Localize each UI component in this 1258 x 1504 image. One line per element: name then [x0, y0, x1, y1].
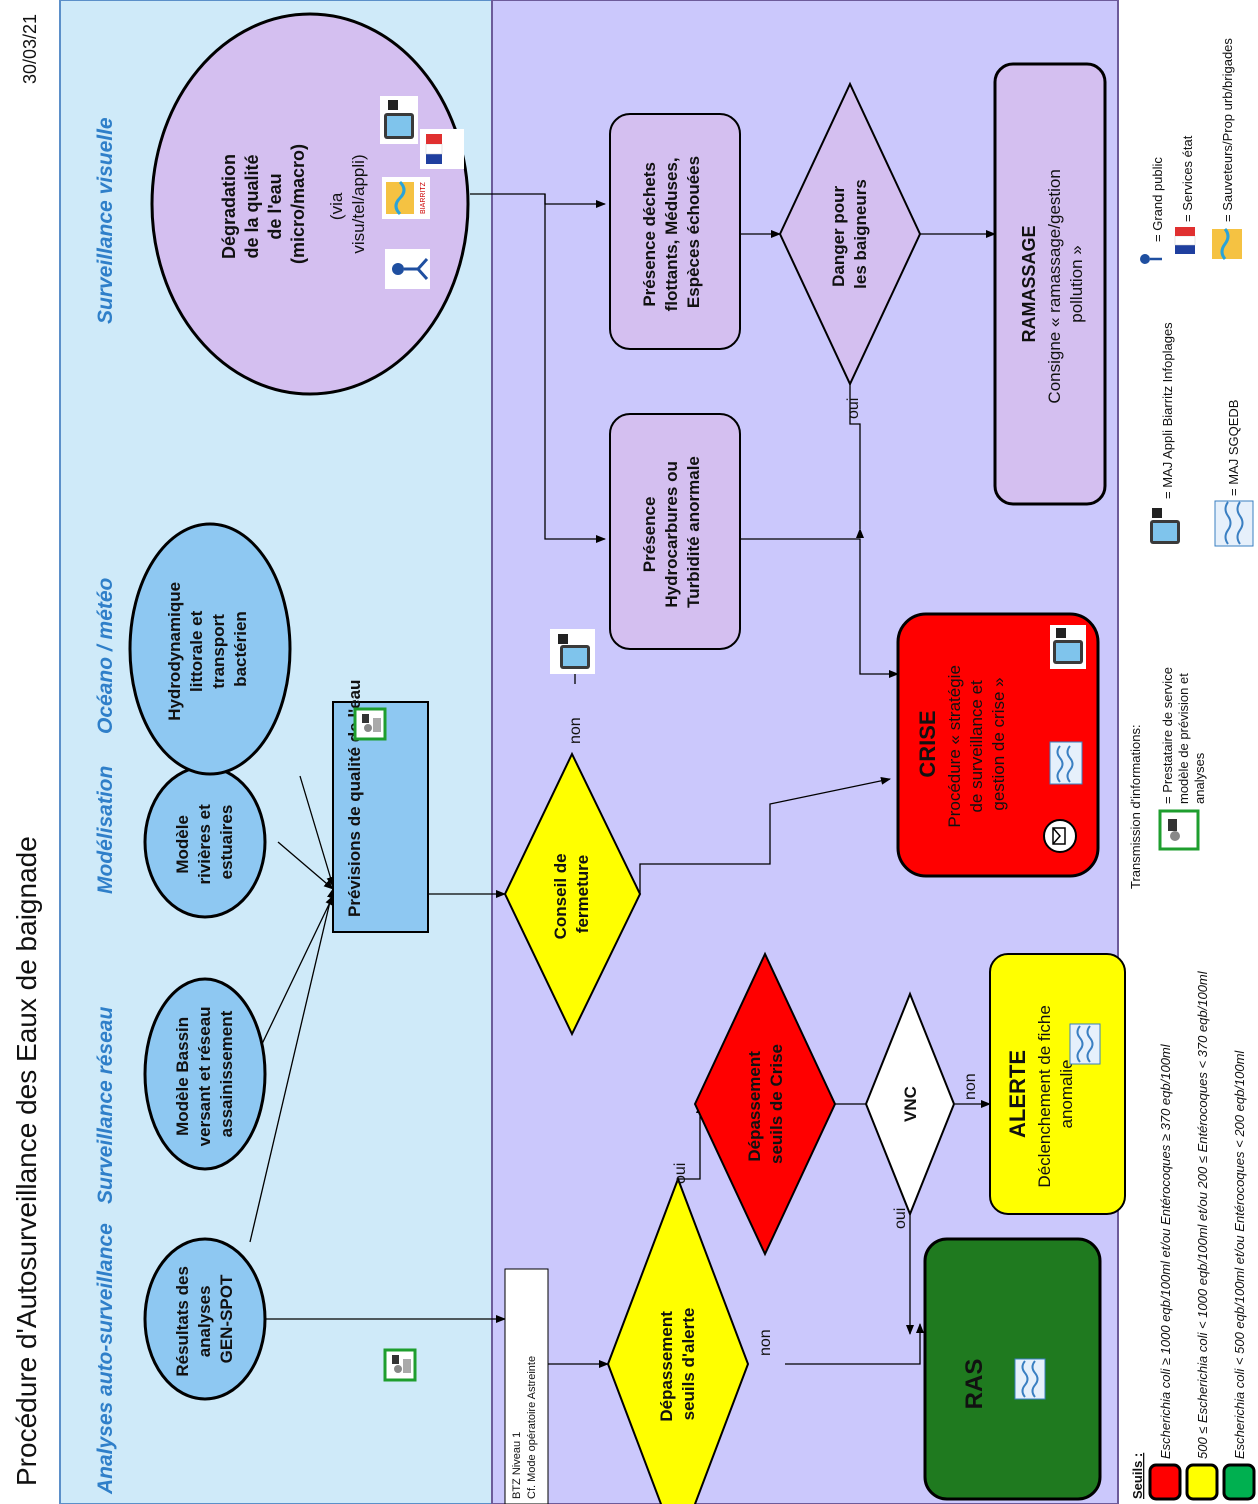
sgqedb-icon-alerte: [1069, 1023, 1101, 1065]
legend-prestataire-1: = Prestataire de service: [1160, 667, 1175, 804]
box-presence-hydro-text: Présence Hydrocarbures ou Turbidité anor…: [640, 456, 703, 608]
outcome-alerte: [989, 953, 1126, 1215]
right-panel: [491, 0, 1119, 1504]
legend-swatch-red: [1148, 1463, 1182, 1501]
legend-seuil-yellow: 500 ≤ Escherichia coli < 1000 eqb/100ml …: [1195, 970, 1210, 1459]
biarritz-icon: BIARRITZ: [382, 177, 430, 219]
phone-app-icon-crise: [1050, 625, 1086, 669]
legend-seuil-green: Escherichia coli < 500 eqb/100ml et/ou E…: [1232, 1050, 1247, 1459]
node-hydro-text: Hydrodynamique littorale et transport ba…: [165, 577, 250, 721]
legend-services-etat: = Services état: [1180, 135, 1195, 222]
edge-danger-oui: [849, 384, 864, 530]
box-presence-hydro: [609, 413, 741, 650]
col-modelisation: Modélisation: [94, 766, 117, 894]
box-btz: [504, 1268, 549, 1504]
label-oui-danger: oui: [845, 398, 862, 419]
decision-seuils-alerte-text: Dépassement seuils d'alerte: [657, 1306, 698, 1421]
decision-vnc-text: VNC: [901, 1086, 920, 1122]
decision-danger-text: Danger pour les baigneurs: [829, 179, 870, 289]
prestataire-icon-genspot: [383, 1348, 417, 1382]
outcome-ras-title: RAS: [961, 1359, 988, 1410]
col-reseau: Surveillance réseau: [94, 1007, 117, 1204]
decision-conseil: [503, 751, 642, 1037]
legend-appli: = MAJ Appli Biarritz Infoplages: [1160, 322, 1175, 499]
edge-bassin-prev: [249, 895, 334, 1070]
prestataire-icon: [353, 707, 387, 741]
legend-prestataire-2: modèle de prévision et: [1176, 673, 1191, 804]
legend-swatch-green: [1222, 1463, 1256, 1501]
mail-icon: [1043, 819, 1077, 853]
outcome-alerte-title: ALERTE: [1005, 1050, 1030, 1138]
legend-transmission: = Prestataire de service modèle de prévi…: [1140, 38, 1254, 851]
node-genspot-text: Résultats des analyses GEN-SPOT: [173, 1261, 236, 1376]
legend-swatch-yellow: [1185, 1463, 1219, 1501]
outcome-ras: [923, 1237, 1102, 1501]
col-oceano: Océano / météo: [94, 577, 117, 734]
outcome-ramassage: [993, 62, 1107, 506]
decision-danger: [778, 81, 922, 387]
label-non-conseil: non: [567, 717, 584, 744]
label-oui-crise: oui: [672, 1163, 689, 1184]
legend-sgqedb: = MAJ SGQEDB: [1226, 400, 1241, 496]
person-icon: [385, 249, 430, 289]
sgqedb-icon-ras: [1014, 1358, 1046, 1400]
legend-sauveteurs: = Sauveteurs/Prop urb/brigades: [1220, 38, 1235, 222]
phone-app-icon: [380, 96, 418, 144]
decision-conseil-text: Conseil de fermeture: [551, 849, 592, 940]
outcome-crise: [896, 612, 1100, 878]
sgqedb-icon-crise: [1049, 741, 1083, 785]
node-degradation-text: Dégradation de la qualité de l'eau (micr…: [219, 144, 308, 264]
outcome-alerte-text: Déclenchement de fiche anomalie: [1035, 1000, 1076, 1187]
legend-prestataire-3: analyses: [1192, 752, 1207, 804]
edge-genspot-prev: [249, 888, 335, 1243]
decision-seuils-alerte: [606, 1176, 750, 1504]
phone-app-icon-conseil: [550, 629, 595, 674]
outcome-ramassage-text: Consigne « ramassage/gestion pollution »: [1045, 164, 1086, 403]
edge-hydro-prev: [299, 775, 335, 887]
label-non-ras: non: [757, 1329, 774, 1356]
legend-transmission-title: Transmission d'informations:: [1128, 724, 1143, 889]
edge-hydro-crise: [740, 538, 899, 678]
edge-alerte-crise: [678, 1103, 704, 1180]
svg-text:BIARRITZ: BIARRITZ: [420, 181, 427, 214]
node-rivieres-text: Modèle rivières et estuaires: [173, 799, 236, 884]
legend-seuils: Escherichia coli ≥ 1000 eqb/100ml et/ou …: [1148, 970, 1256, 1501]
outcome-ramassage-title: RAMASSAGE: [1019, 225, 1039, 342]
outcome-crise-text: Procédure « stratégie de surveillance et…: [945, 660, 1008, 827]
node-hydro: [128, 522, 292, 776]
node-degradation-via: (via visu/tel/appli): [327, 154, 368, 253]
legend-seuils-label: Seuils :: [1130, 1453, 1145, 1499]
page-title: Procédure d'Autosurveillance des Eaux de…: [11, 836, 42, 1486]
edge-rivieres-prev: [277, 841, 334, 890]
date-label: 30/03/21: [20, 14, 40, 84]
node-bassin: [143, 977, 267, 1171]
edge-degr-hydro: [544, 194, 606, 543]
box-previsions: [332, 701, 429, 933]
legend-seuil-red: Escherichia coli ≥ 1000 eqb/100ml et/ou …: [1158, 1043, 1173, 1459]
node-genspot: [143, 1237, 267, 1401]
outcome-crise-title: CRISE: [915, 710, 940, 777]
label-non-vnc: non: [962, 1073, 979, 1100]
legend-grand-public: = Grand public: [1150, 157, 1165, 242]
decision-seuils-crise: [693, 951, 837, 1257]
box-btz-text: BTZ Niveau 1 Cf. Mode opératoire Astrein…: [511, 1356, 538, 1499]
edge-alerte-ras: [785, 1323, 924, 1365]
label-oui-vnc: oui: [892, 1208, 909, 1229]
box-presence-dechets: [609, 113, 741, 350]
decision-seuils-crise-text: Dépassement seuils de Crise: [745, 1044, 786, 1164]
state-services-icon: [420, 129, 464, 169]
col-visuelle: Surveillance visuelle: [94, 117, 117, 324]
edge-conseil-crise: [639, 776, 891, 894]
node-bassin-text: Modèle Bassin versant et réseau assainis…: [173, 1002, 236, 1147]
decision-vnc: [864, 991, 956, 1217]
box-presence-dechets-text: Présence déchets flottants, Méduses, Esp…: [640, 153, 703, 312]
col-analyses: Analyses auto-surveillance: [94, 1223, 117, 1495]
